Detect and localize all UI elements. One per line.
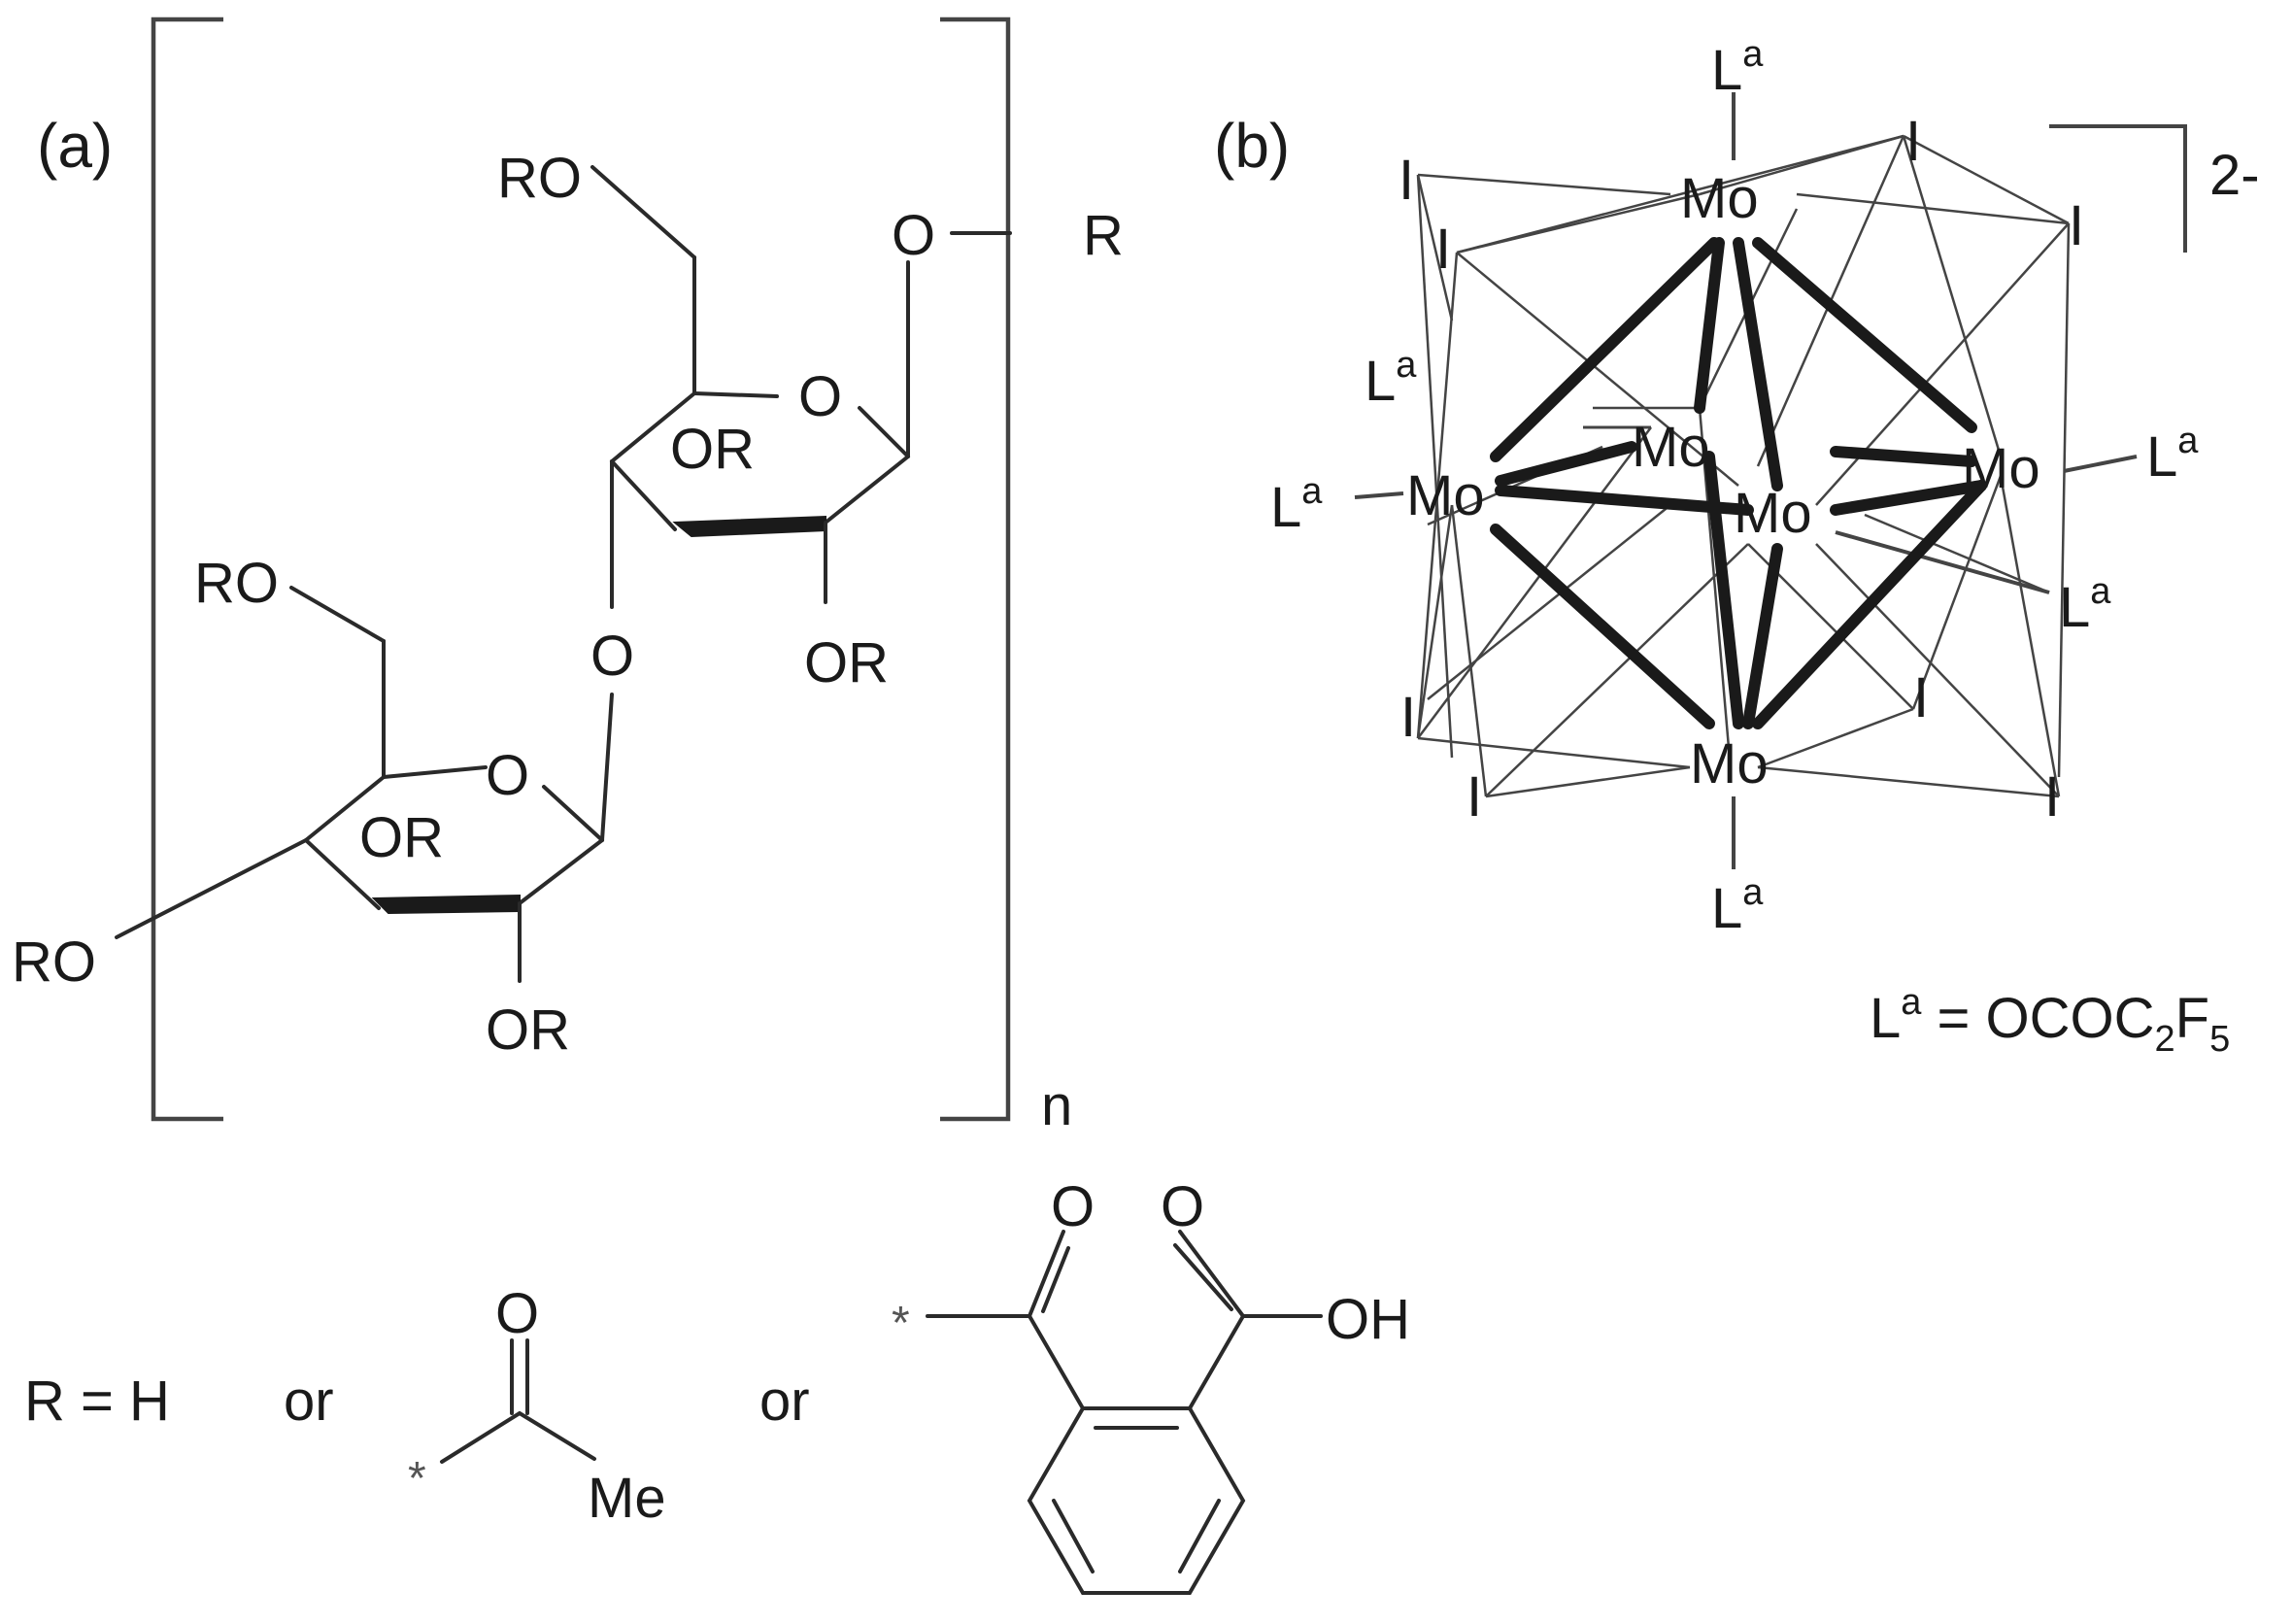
or-separator: or: [284, 1370, 334, 1433]
panel-b-label: (b): [1214, 111, 1290, 181]
iodide-atom: I: [2069, 194, 2084, 257]
iodide-atom: I: [1435, 218, 1451, 281]
mo-iodide-bonds: [1416, 134, 2071, 798]
glycosidic-oxygen-middle: O: [590, 625, 634, 688]
or-separator: or: [759, 1370, 810, 1433]
mo-mo-bonds: [1490, 237, 1987, 729]
hydroxyl-group: OH: [1326, 1288, 1410, 1351]
ligand-label: La: [1711, 34, 1764, 102]
upper-glucose-ring: [590, 165, 1012, 609]
r-end-group: R: [1083, 204, 1124, 267]
glycosidic-oxygen-top: O: [892, 204, 935, 267]
cluster-charge: 2-: [2209, 144, 2260, 207]
panel-a: (a) n RO O O R OR OR O: [12, 17, 1124, 1137]
panel-b: (b) 2-: [1214, 34, 2260, 1060]
iodide-atom: I: [1400, 686, 1416, 749]
carbonyl-oxygen: O: [495, 1282, 539, 1345]
molybdenum-atom: Mo: [1406, 464, 1485, 527]
svg-text:La: La: [1711, 872, 1764, 940]
or-substituent: OR: [670, 418, 755, 481]
r-group-definitions: R = H or or * O Me * O O OH: [24, 1175, 1410, 1595]
svg-text:La: La: [2146, 421, 2199, 489]
ligand-label: La: [1711, 872, 1764, 940]
svg-text:La: La: [1365, 345, 1417, 413]
ro-substituent: RO: [497, 147, 582, 210]
iodide-atom: I: [1466, 765, 1482, 829]
right-bracket: [940, 17, 1011, 1122]
attachment-point-star: *: [408, 1453, 426, 1505]
methyl-group: Me: [588, 1467, 666, 1530]
repeat-unit-n: n: [1041, 1074, 1072, 1137]
ring-oxygen-upper: O: [798, 365, 842, 428]
molybdenum-atom: Mo: [1632, 416, 1710, 479]
molybdenum-atom: Mo: [1734, 482, 1812, 545]
svg-text:La: La: [1270, 471, 1323, 539]
ro-substituent: RO: [12, 930, 96, 994]
or-substituent: OR: [359, 806, 444, 869]
iodide-atom: I: [2044, 765, 2060, 829]
ligand-label: La: [2059, 571, 2111, 639]
iodide-atom: I: [1905, 110, 1921, 173]
acetyl-group: * O Me: [408, 1282, 666, 1530]
svg-text:La: La: [2059, 571, 2111, 639]
ring-oxygen-lower: O: [486, 744, 529, 807]
left-bracket: [151, 17, 223, 1122]
charge-bracket: [2049, 124, 2187, 253]
attachment-point-star: *: [892, 1298, 910, 1349]
iodide-atom: I: [1913, 666, 1929, 729]
or-substituent: OR: [486, 998, 570, 1062]
ligand-definition: La = OCOC2F5: [1870, 982, 2230, 1060]
molybdenum-atom: Mo: [1680, 167, 1759, 230]
hydrogen-phthalate-group: * O O OH: [892, 1175, 1410, 1595]
lower-glucose-ring: [115, 586, 614, 983]
ligand-label: La: [1365, 345, 1417, 413]
iodide-atom: I: [1399, 149, 1414, 212]
ro-substituent: RO: [194, 552, 279, 615]
svg-text:La: La: [1711, 34, 1764, 102]
molybdenum-atom: Mo: [1962, 437, 2040, 500]
ketone-oxygen: O: [1051, 1175, 1095, 1238]
molybdenum-atom: Mo: [1690, 732, 1769, 795]
r-equals-h: R = H: [24, 1370, 170, 1433]
ligand-label: La: [1270, 471, 1323, 539]
panel-a-label: (a): [37, 111, 113, 181]
acid-carbonyl-oxygen: O: [1161, 1175, 1204, 1238]
ligand-bonds: [1354, 92, 2138, 869]
or-substituent: OR: [804, 631, 889, 694]
ligand-label: La: [2146, 421, 2199, 489]
